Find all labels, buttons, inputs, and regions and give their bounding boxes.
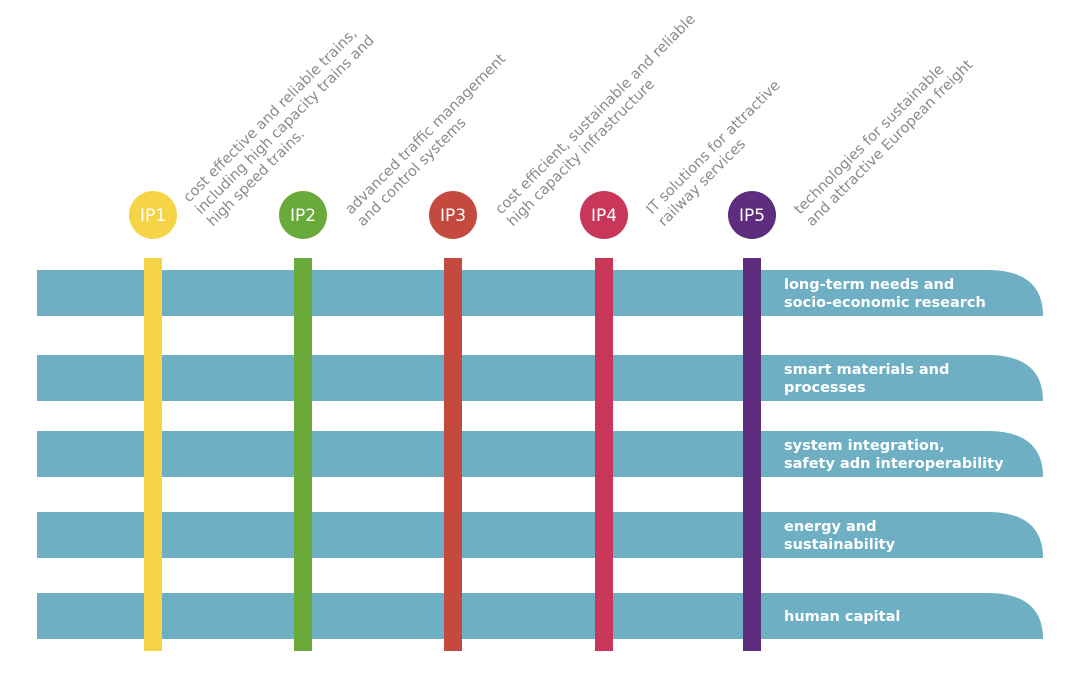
band-4 [37, 512, 1043, 558]
ip5-label: IP5 [739, 206, 765, 226]
ip2-circle [279, 191, 327, 239]
ip4-circle [580, 191, 628, 239]
ip3-label: IP3 [440, 206, 466, 226]
ip3-circle [429, 191, 477, 239]
ip1-circle [129, 191, 177, 239]
ip5-bar [743, 258, 761, 651]
band-label-line: system integration, [784, 438, 945, 454]
band-label-5: human capital [784, 609, 900, 625]
band-label-line: socio-economic research [784, 295, 986, 311]
band-label-line: safety adn interoperability [784, 456, 1004, 472]
ip-description-line: high capacity infrastructure [505, 76, 659, 230]
ip1-bar [144, 258, 162, 651]
ip2-bar [294, 258, 312, 651]
ip-description-line: technologies for sustainable [791, 62, 947, 218]
band-label-line: long-term needs and [784, 277, 954, 293]
band-label-2: smart materials and processes [784, 362, 949, 396]
ip5-circle [728, 191, 776, 239]
ip4-bar [595, 258, 613, 651]
ip4-label: IP4 [591, 206, 617, 226]
band-label-line: sustainability [784, 537, 896, 553]
band-label-1: long-term needs and socio-economic resear… [784, 277, 986, 311]
ip-description-line: and attractive European freight [804, 57, 977, 230]
ip1-label: IP1 [140, 206, 166, 226]
band-2 [37, 355, 1043, 401]
ip3-bar [444, 258, 462, 651]
ip2-label: IP2 [290, 206, 316, 226]
ip-description-line: cost effective and reliable trains, [180, 26, 360, 206]
ip-description-line: including high capacity trains and [192, 33, 377, 218]
band-5 [37, 593, 1043, 639]
band-label-line: energy and [784, 519, 877, 535]
band-label-3: system integration, safety adn interopera… [784, 438, 1004, 472]
band-3 [37, 431, 1043, 477]
band-1 [37, 270, 1043, 316]
band-label-line: processes [784, 380, 866, 396]
band-label-line: human capital [784, 609, 900, 625]
band-label-line: smart materials and [784, 362, 949, 378]
ip-description-line: advanced traffic management [342, 51, 509, 218]
band-label-4: energy and sustainability [784, 519, 896, 553]
